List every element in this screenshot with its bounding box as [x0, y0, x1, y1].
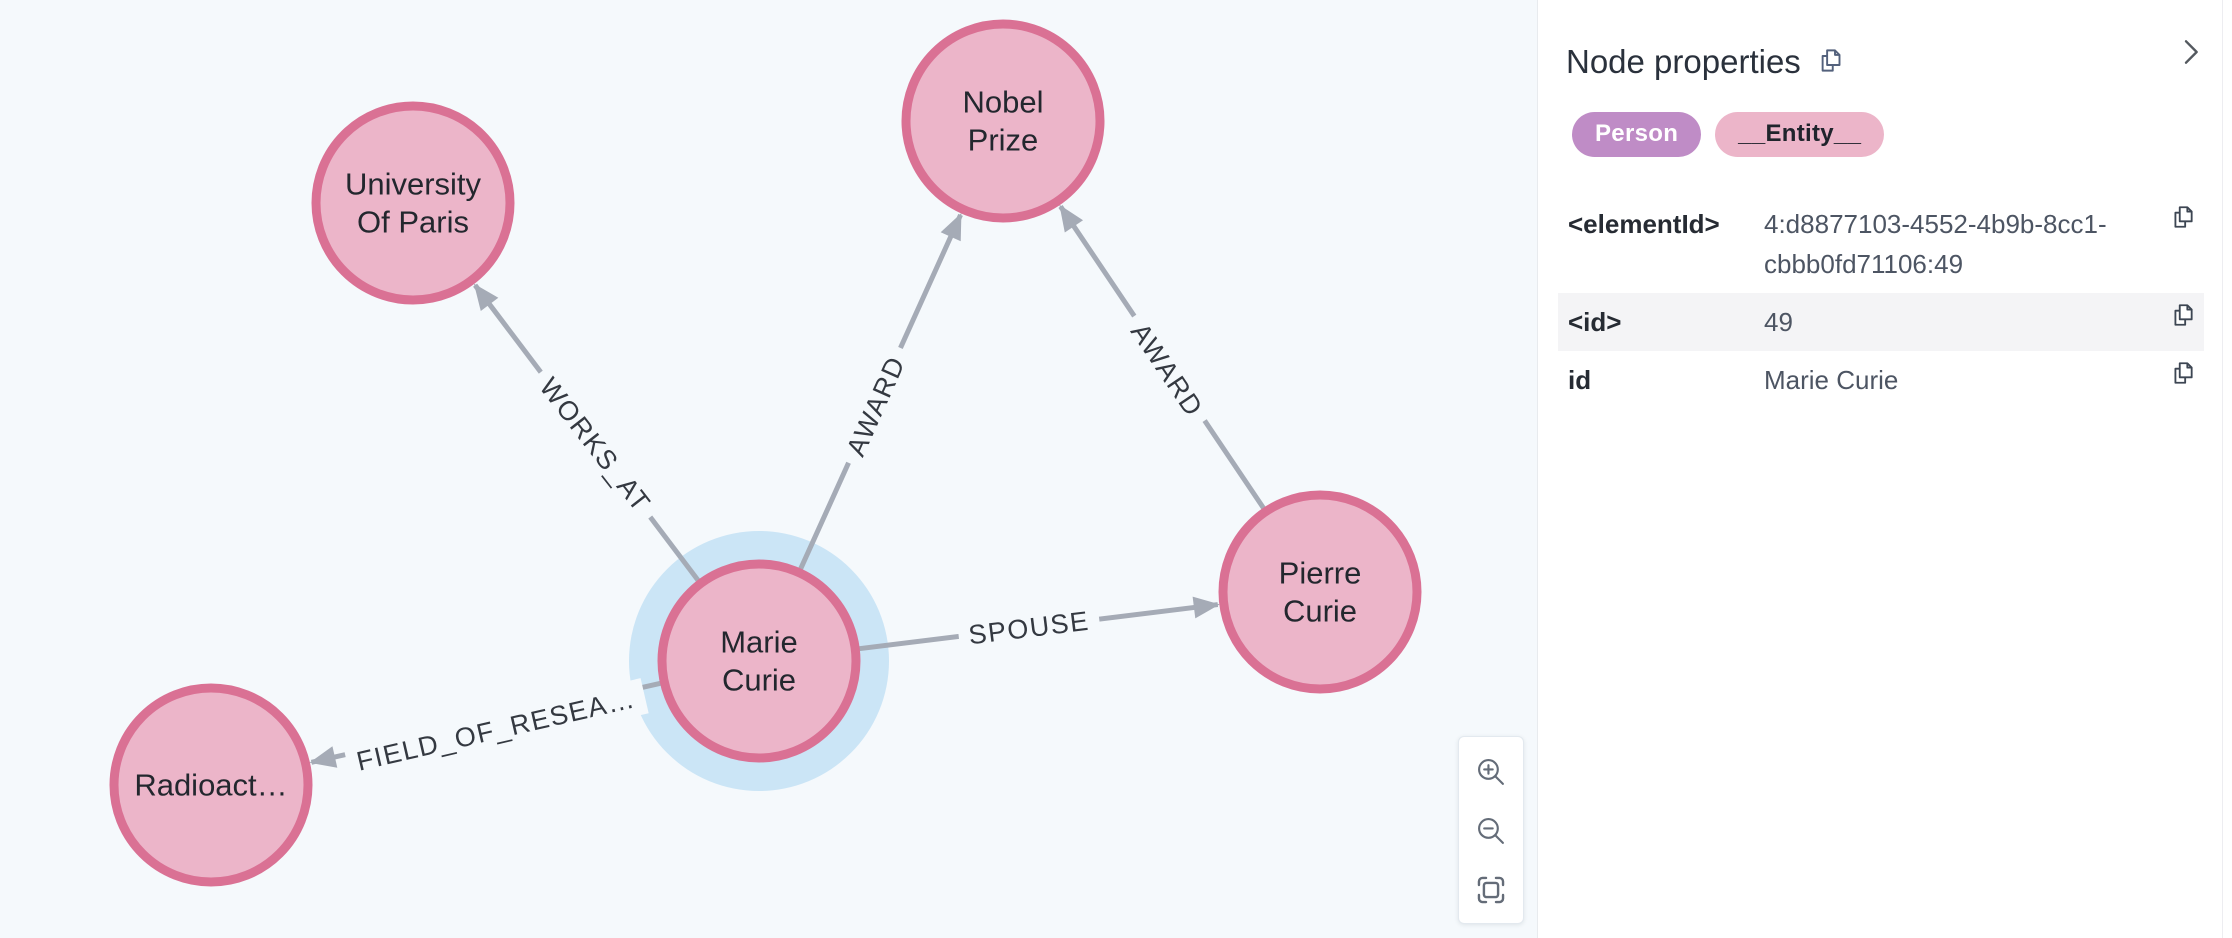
copy-icon	[1817, 47, 1844, 77]
copy-icon	[2170, 360, 2196, 389]
fit-to-screen-icon	[1474, 873, 1508, 907]
property-row: <elementId> 4:d8877103-4552-4b9b-8cc1-cbb…	[1558, 195, 2204, 294]
node-label-badge-person[interactable]: Person	[1572, 111, 1702, 157]
copy-icon	[2170, 204, 2196, 233]
node-label-badge-entity[interactable]: __Entity__	[1715, 111, 1885, 157]
property-value: 4:d8877103-4552-4b9b-8cc1-cbbb0fd71106:4…	[1764, 208, 2107, 279]
magnifier-minus-icon	[1474, 814, 1508, 848]
property-key: id	[1568, 365, 1592, 396]
property-row: <id> 49	[1558, 293, 2204, 352]
panel-title: Node properties	[1566, 43, 1801, 80]
graph-node-pierre[interactable]	[1218, 490, 1422, 694]
edge-label[interactable]: WORKS_AT	[533, 372, 656, 518]
zoom-in-button[interactable]	[1472, 753, 1510, 791]
collapse-panel-button[interactable]	[2174, 36, 2206, 71]
property-value: 49	[1764, 307, 1793, 338]
property-key: <id>	[1568, 307, 1622, 338]
property-value: Marie Curie	[1764, 365, 1899, 396]
copy-all-properties-button[interactable]	[1817, 47, 1844, 77]
zoom-toolbar	[1458, 736, 1524, 924]
copy-value-button[interactable]	[2170, 302, 2196, 331]
edge-label-background	[956, 601, 1102, 655]
graph-node-university[interactable]	[311, 101, 515, 305]
edge-label[interactable]: FIELD_OF_RESEA…	[354, 683, 639, 776]
copy-value-button[interactable]	[2170, 204, 2196, 233]
zoom-to-fit-button[interactable]	[1472, 871, 1510, 909]
edge-label[interactable]: AWARD	[1125, 318, 1209, 423]
magnifier-plus-icon	[1474, 755, 1508, 789]
graph-node-radioactivity[interactable]	[109, 683, 313, 887]
chevron-right-icon	[2174, 36, 2206, 71]
zoom-out-button[interactable]	[1472, 812, 1510, 850]
properties-table: <elementId> 4:d8877103-4552-4b9b-8cc1-cbb…	[1558, 195, 2204, 410]
property-key: <elementId>	[1568, 208, 1720, 239]
edge-label-background	[1116, 307, 1218, 433]
node-labels-row: Person __Entity__	[1538, 82, 2232, 157]
edge-label-background	[524, 362, 666, 528]
graph-node-nobel[interactable]	[901, 19, 1105, 223]
node-properties-panel: Node properties Person __Entity__ <elemen…	[1537, 0, 2232, 938]
edge-label-background	[833, 341, 919, 471]
copy-value-button[interactable]	[2170, 360, 2196, 389]
panel-header: Node properties	[1538, 0, 2232, 82]
property-row: id Marie Curie	[1558, 351, 2204, 409]
edge-label-background	[343, 678, 649, 782]
graph-node-marie[interactable]	[657, 559, 861, 763]
copy-icon	[2170, 302, 2196, 331]
